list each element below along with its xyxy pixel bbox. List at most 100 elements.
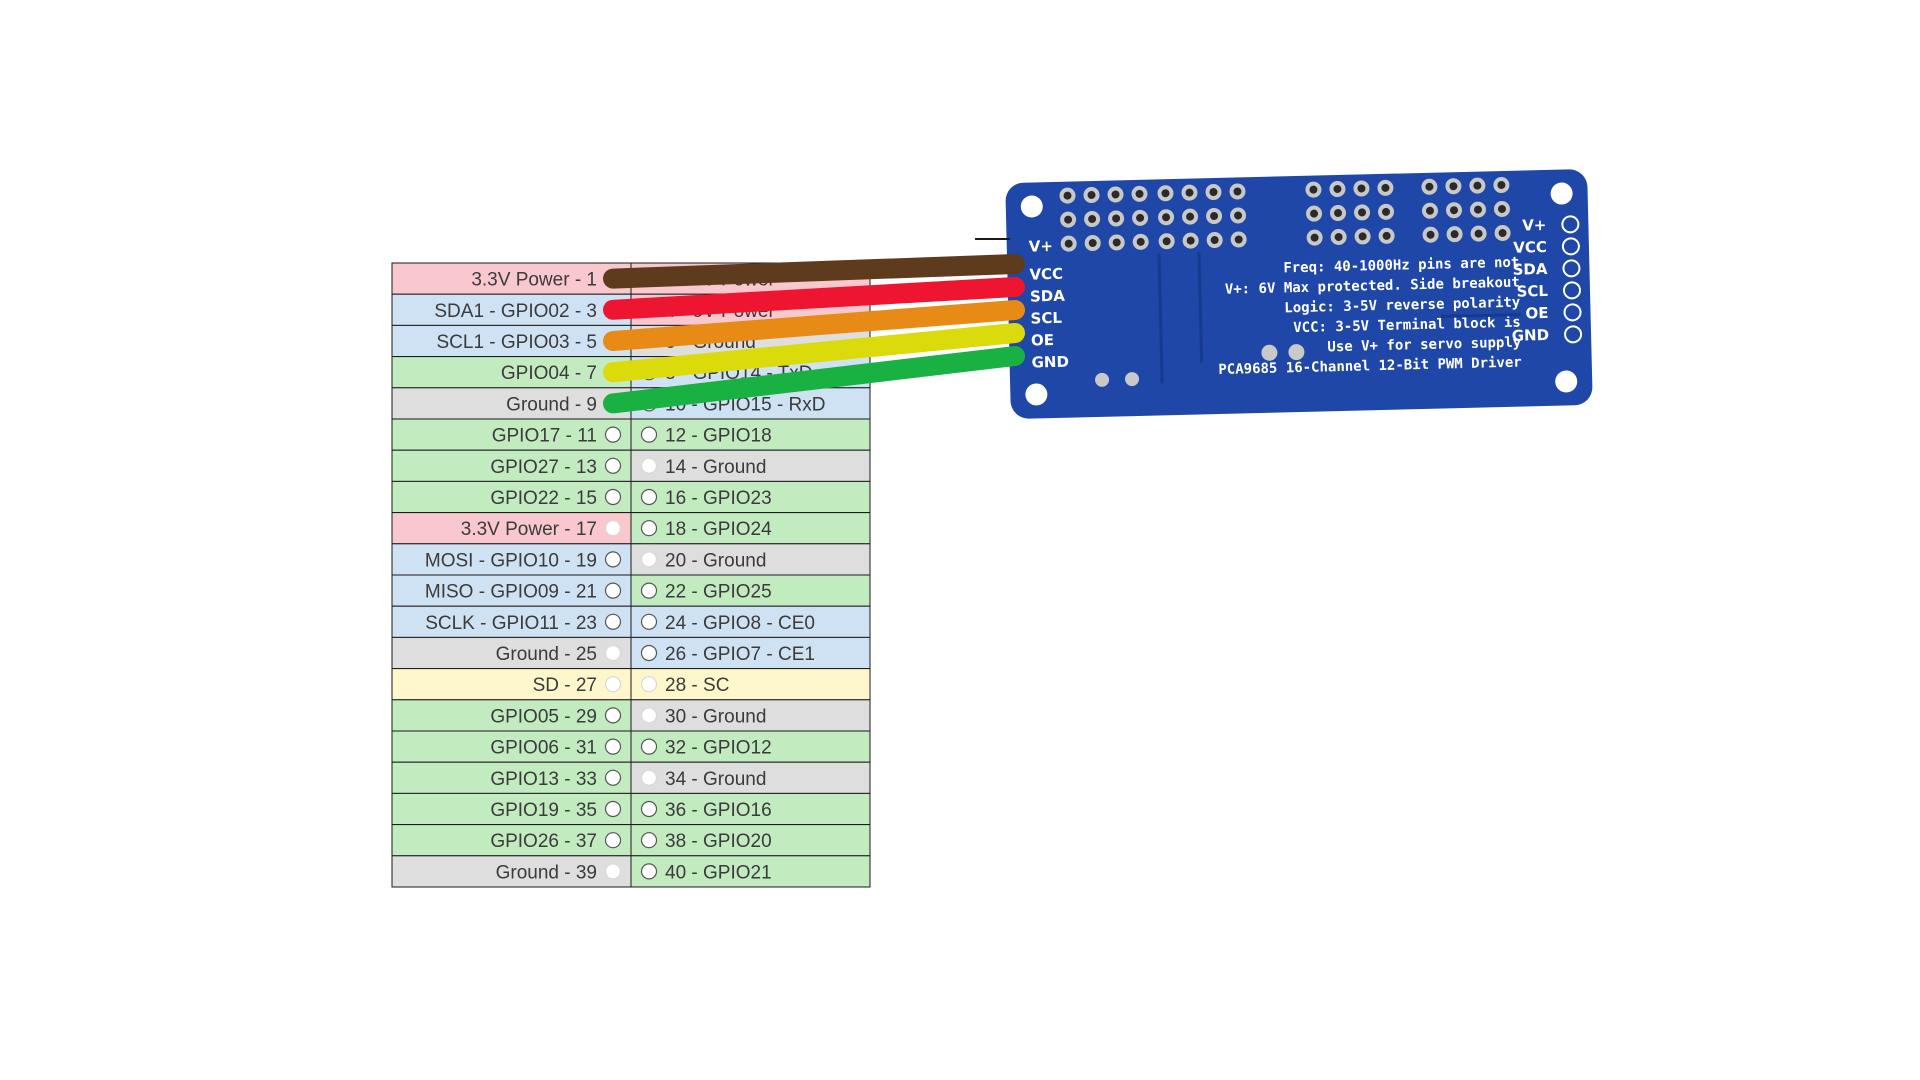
header-pin-hole bbox=[1473, 205, 1482, 214]
pin-dot[interactable] bbox=[604, 520, 622, 537]
pin-dot[interactable] bbox=[604, 551, 622, 568]
jumper-wire[interactable] bbox=[603, 277, 1025, 320]
jumper-wire[interactable] bbox=[603, 254, 1025, 289]
pin-label-right: 40 - GPIO21 bbox=[665, 862, 772, 883]
pin-dot[interactable] bbox=[604, 644, 622, 662]
mount-hole-top-left bbox=[1020, 195, 1043, 218]
pin-dot[interactable] bbox=[640, 457, 658, 474]
jumper-wire[interactable] bbox=[603, 346, 1025, 414]
mount-hole-bottom-left bbox=[1025, 383, 1048, 406]
pin-cell-left bbox=[391, 262, 632, 295]
breakout-pad-right bbox=[1563, 303, 1582, 322]
pin-dot[interactable] bbox=[640, 613, 658, 630]
pin-label-left: Ground - 25 bbox=[496, 644, 597, 665]
pin-label-right: 32 - GPIO12 bbox=[665, 738, 772, 759]
pin-label-right: 26 - GPIO7 - CE1 bbox=[665, 644, 815, 665]
breakout-label-left: SCL bbox=[1030, 309, 1062, 328]
pin-label-left: Ground - 39 bbox=[496, 862, 597, 883]
pin-dot[interactable] bbox=[604, 707, 622, 724]
header-row: MISO - GPIO09 - 21 22 - GPIO25 bbox=[391, 574, 871, 607]
pin-cell-left bbox=[391, 387, 632, 420]
breakout-label-right: SCL bbox=[1516, 282, 1548, 301]
pin-dot[interactable] bbox=[640, 644, 658, 662]
header-pin-hole bbox=[1063, 191, 1072, 200]
pin-dot[interactable] bbox=[640, 488, 658, 506]
pin-label-right: 12 - GPIO18 bbox=[665, 426, 772, 447]
pin-label-right: 36 - GPIO16 bbox=[665, 800, 772, 821]
pin-dot[interactable] bbox=[640, 800, 658, 818]
capacitor-pad bbox=[1288, 344, 1305, 361]
pin-label-left: MISO - GPIO09 - 21 bbox=[425, 582, 597, 603]
pin-dot[interactable] bbox=[604, 676, 622, 693]
pin-label-left: SCLK - GPIO11 - 23 bbox=[425, 613, 597, 634]
pin-dot[interactable] bbox=[604, 613, 622, 630]
header-pin-hole bbox=[1185, 188, 1194, 197]
header-pin-hole bbox=[1449, 182, 1458, 191]
pin-dot[interactable] bbox=[640, 551, 658, 568]
header-pin-hole bbox=[1334, 233, 1343, 242]
pin-dot[interactable] bbox=[640, 582, 658, 599]
pcb-trace bbox=[1440, 313, 1521, 319]
header-row: GPIO17 - 11 12 - GPIO18 bbox=[391, 418, 871, 451]
jumper-wire[interactable] bbox=[603, 300, 1025, 351]
header-pin-hole bbox=[1358, 232, 1367, 241]
pin-label-left: GPIO17 - 11 bbox=[492, 426, 597, 447]
pin-dot[interactable] bbox=[604, 582, 622, 599]
pin-label-right: 24 - GPIO8 - CE0 bbox=[665, 613, 815, 634]
pcb-body bbox=[1005, 169, 1593, 419]
silkscreen-line: PCA9685 16-Channel 12-Bit PWM Driver bbox=[1218, 355, 1522, 378]
header-pin-hole bbox=[1064, 215, 1073, 224]
pin-dot[interactable] bbox=[640, 520, 658, 537]
pin-dot[interactable] bbox=[604, 738, 622, 755]
pin-label-right: 30 - Ground bbox=[665, 706, 766, 727]
pin-dot[interactable] bbox=[640, 738, 658, 755]
jumper-wires bbox=[603, 254, 1025, 414]
pin-dot[interactable] bbox=[604, 457, 622, 474]
pin-label-left: GPIO13 - 33 bbox=[490, 769, 597, 790]
pin-label-right: 16 - GPIO23 bbox=[665, 488, 772, 509]
pin-dot[interactable] bbox=[640, 769, 658, 786]
header-row: GPIO05 - 29 30 - Ground bbox=[391, 699, 871, 732]
pin-label-right: 28 - SC bbox=[665, 675, 729, 696]
pin-cell-right bbox=[630, 543, 871, 576]
pin-dot[interactable] bbox=[640, 707, 658, 724]
pin-dot[interactable] bbox=[604, 863, 622, 880]
mount-hole-bottom-right bbox=[1555, 370, 1578, 393]
breakout-label-right: VCC bbox=[1513, 238, 1547, 257]
pin-dot[interactable] bbox=[640, 426, 658, 443]
header-pin-hole bbox=[1112, 214, 1121, 223]
header-pin-hole bbox=[1162, 213, 1171, 222]
pin-cell-right bbox=[630, 605, 871, 638]
header-pin-hole bbox=[1186, 212, 1195, 221]
pin-label-right: 22 - GPIO25 bbox=[665, 582, 772, 603]
pin-dot[interactable] bbox=[604, 488, 622, 506]
mount-hole-top-right bbox=[1550, 182, 1573, 205]
header-pin-hole bbox=[1358, 208, 1367, 217]
header-pin-hole bbox=[1474, 229, 1483, 238]
header-pin-hole bbox=[1426, 230, 1435, 239]
header-pin-hole bbox=[1497, 205, 1506, 214]
jumper-wire[interactable] bbox=[603, 323, 1025, 383]
header-pin-hole bbox=[1234, 235, 1243, 244]
pin-dot[interactable] bbox=[640, 863, 658, 880]
pin-dot[interactable] bbox=[604, 832, 622, 849]
pin-cell-right bbox=[630, 512, 871, 545]
header-pin-hole bbox=[1334, 209, 1343, 218]
pin-dot[interactable] bbox=[640, 676, 658, 693]
header-pin-hole bbox=[1426, 206, 1435, 215]
pin-dot[interactable] bbox=[604, 800, 622, 818]
pin-dot[interactable] bbox=[604, 426, 622, 443]
pin-cell-left bbox=[391, 512, 632, 545]
pin-cell-right bbox=[630, 480, 871, 514]
breakout-pad-right bbox=[1562, 281, 1581, 300]
breakout-pad-right bbox=[1564, 325, 1583, 344]
pin-dot[interactable] bbox=[640, 832, 658, 849]
pin-label-right: 20 - Ground bbox=[665, 550, 766, 571]
pin-label-left: GPIO05 - 29 bbox=[490, 706, 597, 727]
pin-dot[interactable] bbox=[604, 769, 622, 786]
